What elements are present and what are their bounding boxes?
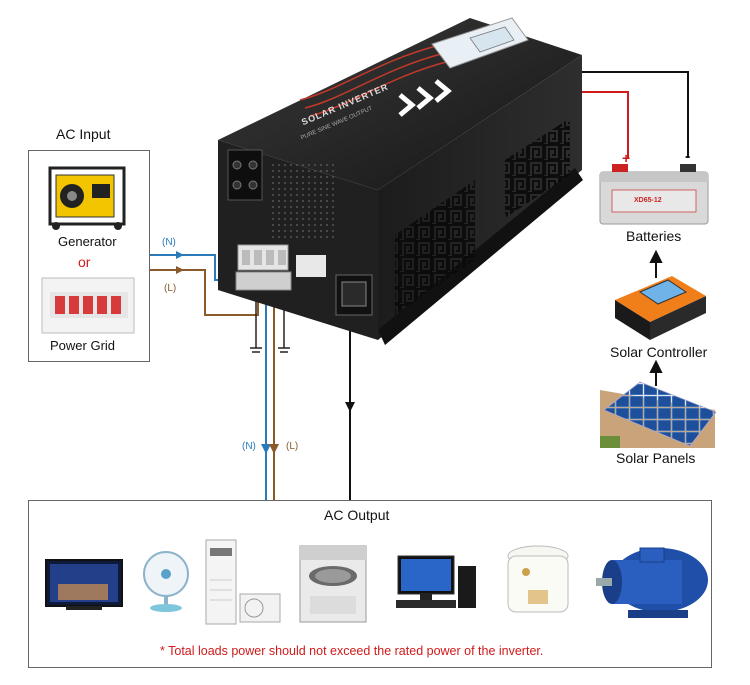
input-neutral-label: (N) (162, 237, 176, 248)
battery-plus: + (622, 150, 631, 166)
tv-icon (45, 559, 123, 610)
chain-arrows (649, 249, 663, 386)
batteries-label: Batteries (626, 228, 682, 244)
battery-wires (582, 71, 689, 158)
ac-input-box (28, 150, 150, 362)
computer-icon (396, 555, 476, 608)
battery-model-text: XD65-12 (634, 197, 662, 204)
washing-machine-icon (299, 545, 367, 623)
solar-controller-label: Solar Controller (610, 344, 708, 360)
or-label: or (78, 254, 91, 270)
solar-panels-label: Solar Panels (616, 450, 696, 466)
ac-input-title: AC Input (56, 126, 111, 142)
generator-icon (48, 166, 126, 230)
battery-minus: - (685, 148, 691, 165)
power-grid-label: Power Grid (50, 338, 116, 353)
rice-cooker-icon (507, 545, 569, 613)
solar-controller-icon (615, 276, 706, 340)
electric-motor-icon (596, 547, 708, 618)
solar-panels-icon (600, 381, 717, 448)
fan-icon (143, 551, 189, 612)
output-neutral-label: (N) (242, 441, 256, 452)
battery-icon (599, 164, 709, 225)
solar-inverter (218, 17, 583, 345)
ac-output-title: AC Output (324, 507, 390, 523)
ac-output-box (28, 500, 712, 668)
breaker-panel-icon (41, 277, 135, 334)
input-line-label: (L) (164, 283, 177, 294)
output-wires (261, 290, 355, 500)
generator-label: Generator (58, 234, 117, 249)
air-conditioner-icon (205, 539, 281, 625)
load-warning-note: * Total loads power should not exceed th… (160, 644, 544, 658)
output-line-label: (L) (286, 441, 299, 452)
